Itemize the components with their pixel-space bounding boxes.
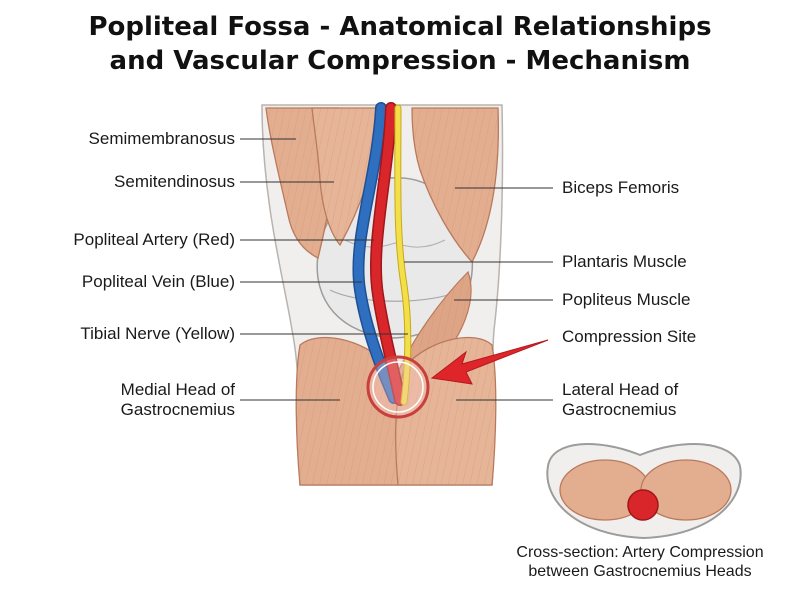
label-popliteal-vein: Popliteal Vein (Blue): [82, 272, 235, 292]
label-biceps-femoris: Biceps Femoris: [562, 178, 679, 198]
cross-section-diagram: [547, 444, 740, 538]
compression-site-ring: [368, 357, 428, 417]
cross-section-caption-line-1: Cross-section: Artery Compression: [490, 543, 790, 562]
label-popliteal-artery: Popliteal Artery (Red): [73, 230, 235, 250]
label-medial-head-line-1: Medial Head of: [121, 380, 235, 400]
label-medial-head: Medial Head of Gastrocnemius: [121, 380, 235, 420]
label-semimembranosus: Semimembranosus: [89, 129, 235, 149]
label-lateral-head: Lateral Head of Gastrocnemius: [562, 380, 678, 420]
label-popliteus: Popliteus Muscle: [562, 290, 691, 310]
label-compression-site: Compression Site: [562, 327, 696, 347]
label-lateral-head-line-1: Lateral Head of: [562, 380, 678, 400]
label-medial-head-line-2: Gastrocnemius: [121, 400, 235, 420]
label-tibial-nerve: Tibial Nerve (Yellow): [80, 324, 235, 344]
label-semitendinosus: Semitendinosus: [114, 172, 235, 192]
label-plantaris: Plantaris Muscle: [562, 252, 687, 272]
cross-section-caption: Cross-section: Artery Compression betwee…: [490, 543, 790, 581]
label-lateral-head-line-2: Gastrocnemius: [562, 400, 678, 420]
cross-section-caption-line-2: between Gastrocnemius Heads: [490, 562, 790, 581]
cross-section-artery: [628, 490, 658, 520]
